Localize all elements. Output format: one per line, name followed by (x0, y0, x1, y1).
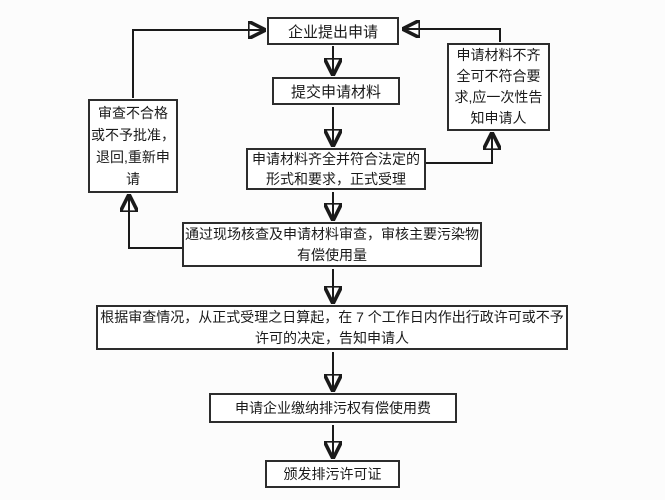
node-issue: 颁发排污许可证 (265, 460, 400, 488)
node-incomplete-notice-label: 申请材料不齐 全可不符合要 求,应一次性告 知申请人 (454, 47, 543, 126)
node-decide-label: 根据审查情况，从正式受理之日算起，在 7 个工作日内作出行政许可或不予 许可的决… (100, 308, 564, 346)
node-accept-label: 申请材料齐全并符合法定的 形式和要求，正式受理 (252, 151, 420, 187)
node-review: 通过现场核查及申请材料审查，审核主要污染物 有偿使用量 (182, 222, 482, 267)
node-accept: 申请材料齐全并符合法定的 形式和要求，正式受理 (246, 148, 426, 190)
node-pay: 申请企业缴纳排污权有偿使用费 (209, 393, 457, 423)
node-reject-feedback-label: 审查不合格 或不予批准， 退回,重新申 请 (91, 105, 175, 187)
node-review-label: 通过现场核查及申请材料审查，审核主要污染物 有偿使用量 (185, 225, 479, 263)
node-incomplete-notice: 申请材料不齐 全可不符合要 求,应一次性告 知申请人 (447, 43, 550, 131)
node-submit-label: 提交申请材料 (290, 83, 381, 101)
connector-reject-apply (132, 30, 264, 98)
node-pay-label: 申请企业缴纳排污权有偿使用费 (235, 400, 431, 416)
node-apply: 企业提出申请 (267, 17, 399, 45)
node-decide: 根据审查情况，从正式受理之日算起，在 7 个工作日内作出行政许可或不予 许可的决… (96, 305, 568, 350)
connector-accept-incomplete (426, 134, 492, 164)
node-issue-label: 颁发排污许可证 (283, 466, 382, 482)
node-apply-label: 企业提出申请 (287, 23, 378, 41)
connector-incomplete-apply (404, 29, 501, 42)
connector-review-reject (129, 196, 182, 249)
node-reject-feedback: 审查不合格 或不予批准， 退回,重新申 请 (88, 99, 178, 193)
node-submit: 提交申请材料 (272, 77, 400, 105)
